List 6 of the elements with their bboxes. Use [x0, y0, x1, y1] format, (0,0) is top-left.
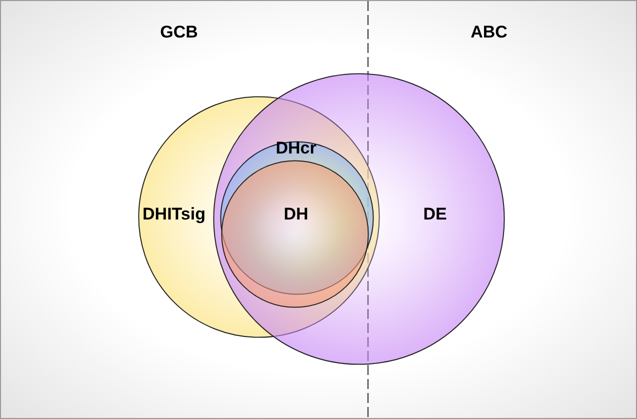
region-heading: GCB — [160, 24, 198, 40]
set-label: DHcr — [276, 140, 316, 156]
set-label: DHITsig — [142, 206, 206, 222]
set-label: DH — [284, 206, 308, 222]
set-label: DE — [423, 206, 447, 222]
region-heading: ABC — [470, 24, 508, 40]
